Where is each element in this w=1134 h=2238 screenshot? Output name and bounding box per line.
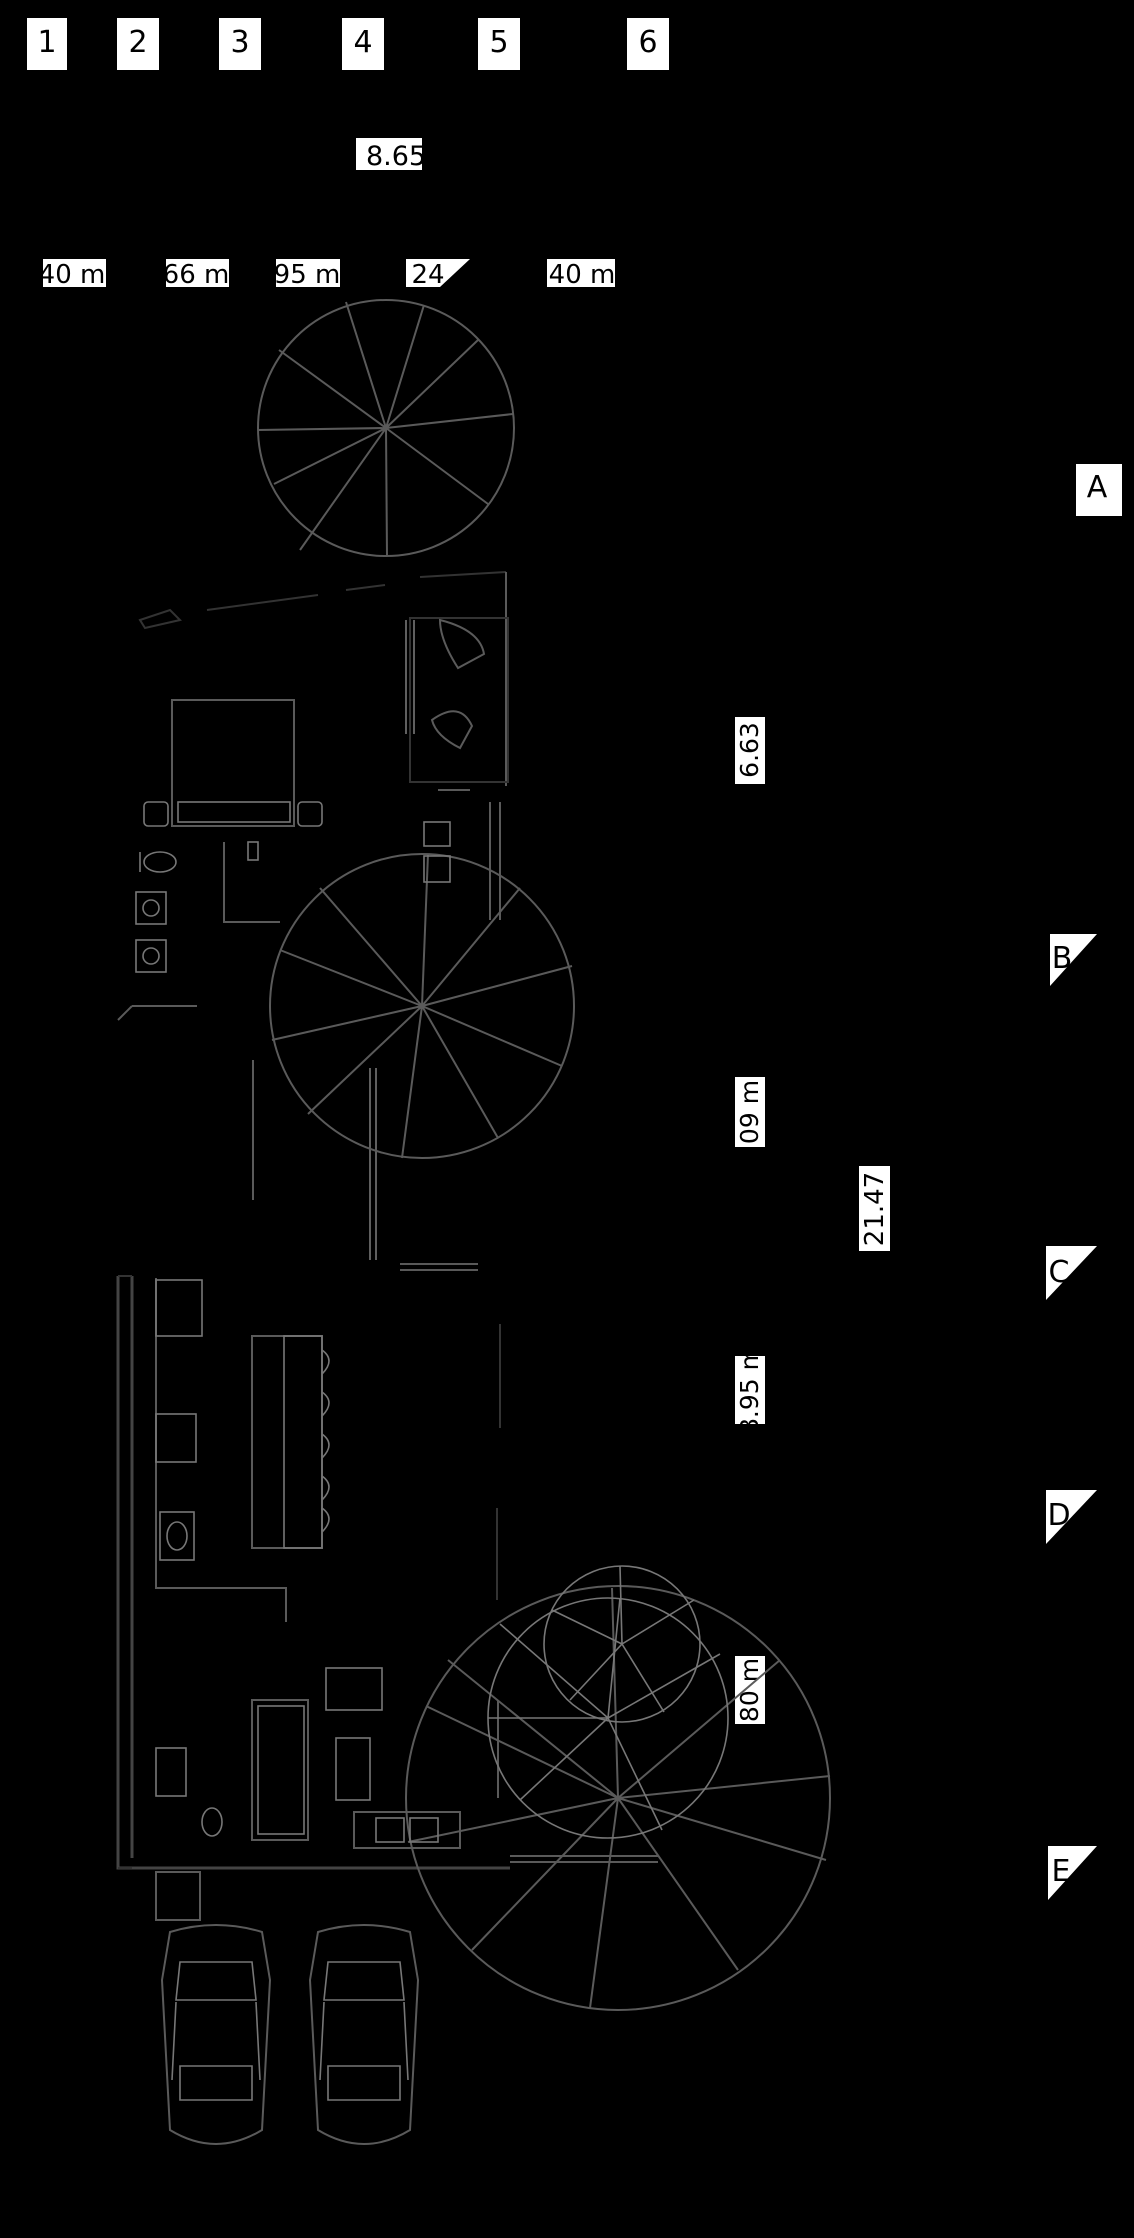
grid-column-2-text: 2 <box>128 25 147 60</box>
grid-row-labels: A B C D E <box>1046 464 1122 1900</box>
grid-row-B: B <box>1050 934 1097 986</box>
grid-column-1-text: 1 <box>37 25 56 60</box>
grid-row-C: C <box>1046 1246 1097 1300</box>
top-segment-1: 40 m <box>39 259 106 290</box>
right-total-dimension: 21.47 <box>859 1166 890 1251</box>
kitchen-counter <box>155 1278 287 1622</box>
top-total-dimension: 8.65 <box>356 138 426 172</box>
parking <box>160 1924 420 2145</box>
grid-row-C-text: C <box>1049 1255 1070 1290</box>
top-segment-3: 95 m <box>274 259 341 290</box>
bedroom-furniture <box>135 617 509 973</box>
wardrobe <box>405 617 509 783</box>
car-icon <box>160 1924 272 2145</box>
right-segment-3-text: 8.95 m <box>735 1346 764 1434</box>
bedroom-closet <box>223 789 470 923</box>
grid-row-E: E <box>1048 1846 1097 1900</box>
grid-row-D-text: D <box>1047 1498 1070 1533</box>
right-segment-1: 6.63 <box>735 717 765 784</box>
kitchen-island <box>251 1335 330 1549</box>
top-segment-2: 66 m <box>163 259 230 290</box>
grid-column-6: 6 <box>627 18 669 70</box>
grid-row-B-text: B <box>1052 941 1073 976</box>
grid-column-3: 3 <box>219 18 261 70</box>
right-segment-2-text: 09 m <box>735 1080 764 1144</box>
top-segment-dimensions: 40 m 66 m 95 m 24 40 m <box>39 259 615 290</box>
grid-row-E-text: E <box>1052 1854 1071 1889</box>
top-segment-5-text: 40 m <box>549 260 616 290</box>
top-segment-3-text: 95 m <box>274 260 341 290</box>
grid-column-5-text: 5 <box>489 25 508 60</box>
right-segment-2: 09 m <box>735 1077 765 1147</box>
grid-column-labels: 1 2 3 4 5 6 <box>27 18 669 70</box>
sofa-icon <box>251 1667 461 1849</box>
door-arc-top <box>257 299 515 557</box>
right-segment-4: 80 m <box>735 1656 765 1724</box>
grid-column-2: 2 <box>117 18 159 70</box>
car-icon <box>308 1924 420 2145</box>
bed-icon <box>143 699 323 827</box>
door-swing-arcs <box>257 299 831 2011</box>
top-segment-4-text: 24 <box>411 260 444 290</box>
grid-column-1: 1 <box>27 18 67 70</box>
right-segment-3: 8.95 m <box>735 1346 765 1434</box>
grid-row-A-text: A <box>1087 470 1108 505</box>
grid-column-4-text: 4 <box>353 25 372 60</box>
top-segment-5: 40 m <box>547 259 615 290</box>
door-arc-bottom-small <box>543 1565 701 1723</box>
grid-row-A: A <box>1076 464 1122 516</box>
toilet-icon <box>139 851 177 873</box>
right-dimensions: 6.63 09 m 8.95 m 80 m 21.47 <box>735 717 890 1724</box>
door-arc-bottom-mid <box>487 1597 729 1839</box>
top-total-dimension-text: 8.65 <box>366 141 426 172</box>
building-walls <box>116 571 658 1870</box>
grid-row-D: D <box>1046 1490 1097 1544</box>
top-segment-4: 24 <box>406 259 470 290</box>
bathroom-fixtures <box>155 1747 223 1837</box>
door-arc-middle <box>269 853 575 1159</box>
grid-column-6-text: 6 <box>638 25 657 60</box>
right-total-dimension-text: 21.47 <box>860 1172 890 1246</box>
storage-box <box>155 1871 201 1921</box>
top-segment-2-text: 66 m <box>163 260 230 290</box>
door-arc-bottom-large <box>405 1585 831 2011</box>
right-segment-4-text: 80 m <box>735 1658 764 1722</box>
sink-icon <box>135 891 167 973</box>
kitchen-living-furniture <box>155 1278 461 1921</box>
top-segment-1-text: 40 m <box>39 260 106 290</box>
right-segment-1-text: 6.63 <box>735 722 764 778</box>
grid-column-5: 5 <box>478 18 520 70</box>
grid-column-4: 4 <box>342 18 384 70</box>
grid-column-3-text: 3 <box>230 25 249 60</box>
